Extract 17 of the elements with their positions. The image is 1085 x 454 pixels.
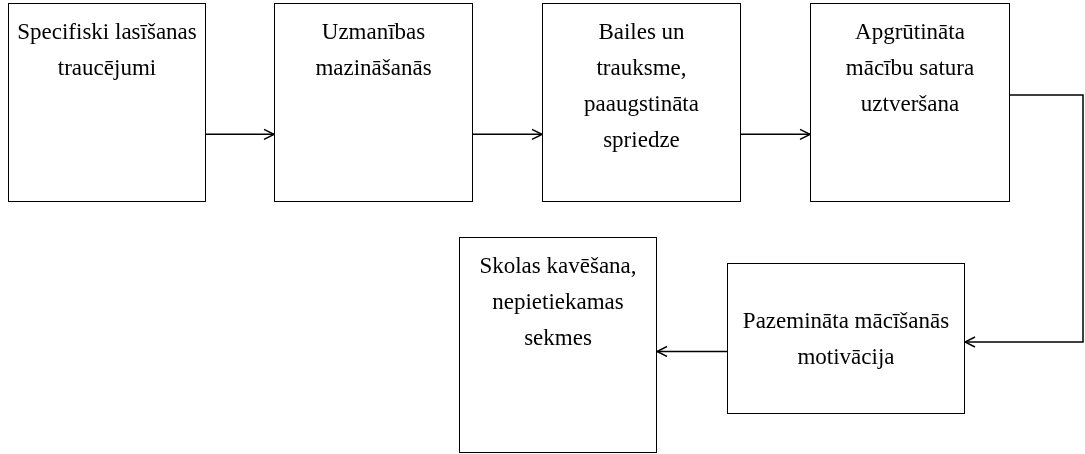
process-box bbox=[810, 3, 1010, 202]
arrow bbox=[656, 345, 728, 358]
arrow bbox=[740, 128, 811, 141]
box-text: Skolas kavēšana, nepietiekamas sekmes bbox=[478, 252, 638, 352]
box-text: Bailes un trauksme, paaugstināta spriedze bbox=[583, 18, 700, 154]
arrow bbox=[472, 128, 543, 141]
process-box bbox=[459, 237, 657, 453]
process-box bbox=[8, 3, 206, 202]
box-text: Pazemināta mācīšanās motivācija bbox=[741, 306, 951, 371]
process-box bbox=[542, 3, 741, 202]
process-box bbox=[274, 3, 473, 202]
box-text: Uzmanības mazināšanās bbox=[314, 18, 433, 82]
process-box bbox=[727, 263, 965, 414]
box-text: Specifiski lasīšanas traucējumi bbox=[17, 18, 197, 82]
arrow bbox=[964, 94, 1084, 348]
arrow bbox=[205, 128, 275, 141]
box-text: Apgrūtināta mācību satura uztveršana bbox=[844, 18, 976, 118]
